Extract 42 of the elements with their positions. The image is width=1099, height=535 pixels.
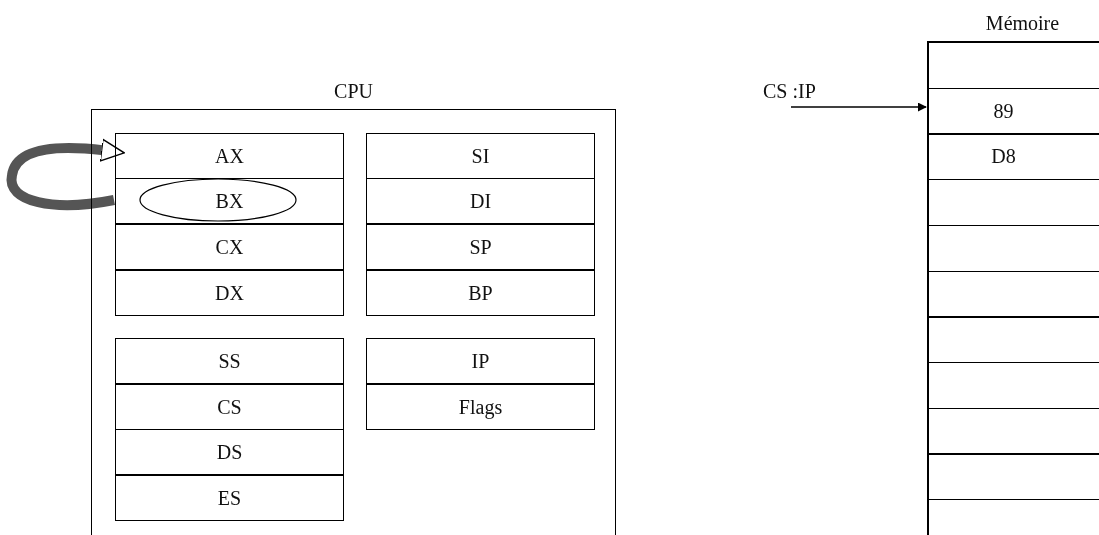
- register-cell: [115, 224, 344, 270]
- register-cell: [115, 178, 344, 224]
- memory-cell: [928, 270, 1099, 318]
- block-heading: CPU: [333, 80, 374, 103]
- register-cell: [115, 475, 344, 521]
- register-name: BP: [468, 281, 493, 305]
- register-name: SS: [218, 349, 241, 373]
- register-name: IP: [471, 349, 490, 373]
- memory-cell: [928, 316, 1099, 364]
- register-name: CS: [217, 395, 242, 419]
- memory-cell: [928, 42, 1099, 89]
- memory-cell: [928, 87, 1099, 135]
- register-name: DX: [215, 281, 244, 305]
- register-name: Flags: [458, 395, 503, 419]
- arrow: [790, 102, 927, 112]
- register-cell: [115, 338, 344, 384]
- register-cell: [115, 429, 344, 475]
- memory-cell: [928, 407, 1099, 455]
- curved-arrow: [6, 138, 125, 210]
- memory-value: 89: [993, 99, 1014, 123]
- register-name: CX: [215, 235, 244, 259]
- memory-cell: [928, 453, 1099, 501]
- register-cell: [366, 270, 595, 316]
- register-cell: [366, 384, 595, 430]
- register-cell: [115, 133, 344, 179]
- register-cell: [366, 224, 595, 270]
- block-heading: Mémoire: [984, 12, 1061, 35]
- register-cell: [115, 384, 344, 430]
- memory-cell: [928, 133, 1099, 181]
- register-name: SI: [471, 144, 490, 168]
- register-name: DS: [216, 440, 243, 464]
- register-cell: [366, 178, 595, 224]
- register-cell: [366, 133, 595, 179]
- pointer-label: CS :IP: [763, 80, 845, 104]
- register-name: DI: [469, 189, 492, 213]
- register-name: AX: [215, 144, 244, 168]
- register-name: ES: [217, 486, 242, 510]
- register-name: BX: [215, 189, 244, 213]
- register-name: SP: [469, 235, 492, 259]
- register-cell: [115, 270, 344, 316]
- memory-value: D8: [991, 145, 1016, 169]
- register-cell: [366, 338, 595, 384]
